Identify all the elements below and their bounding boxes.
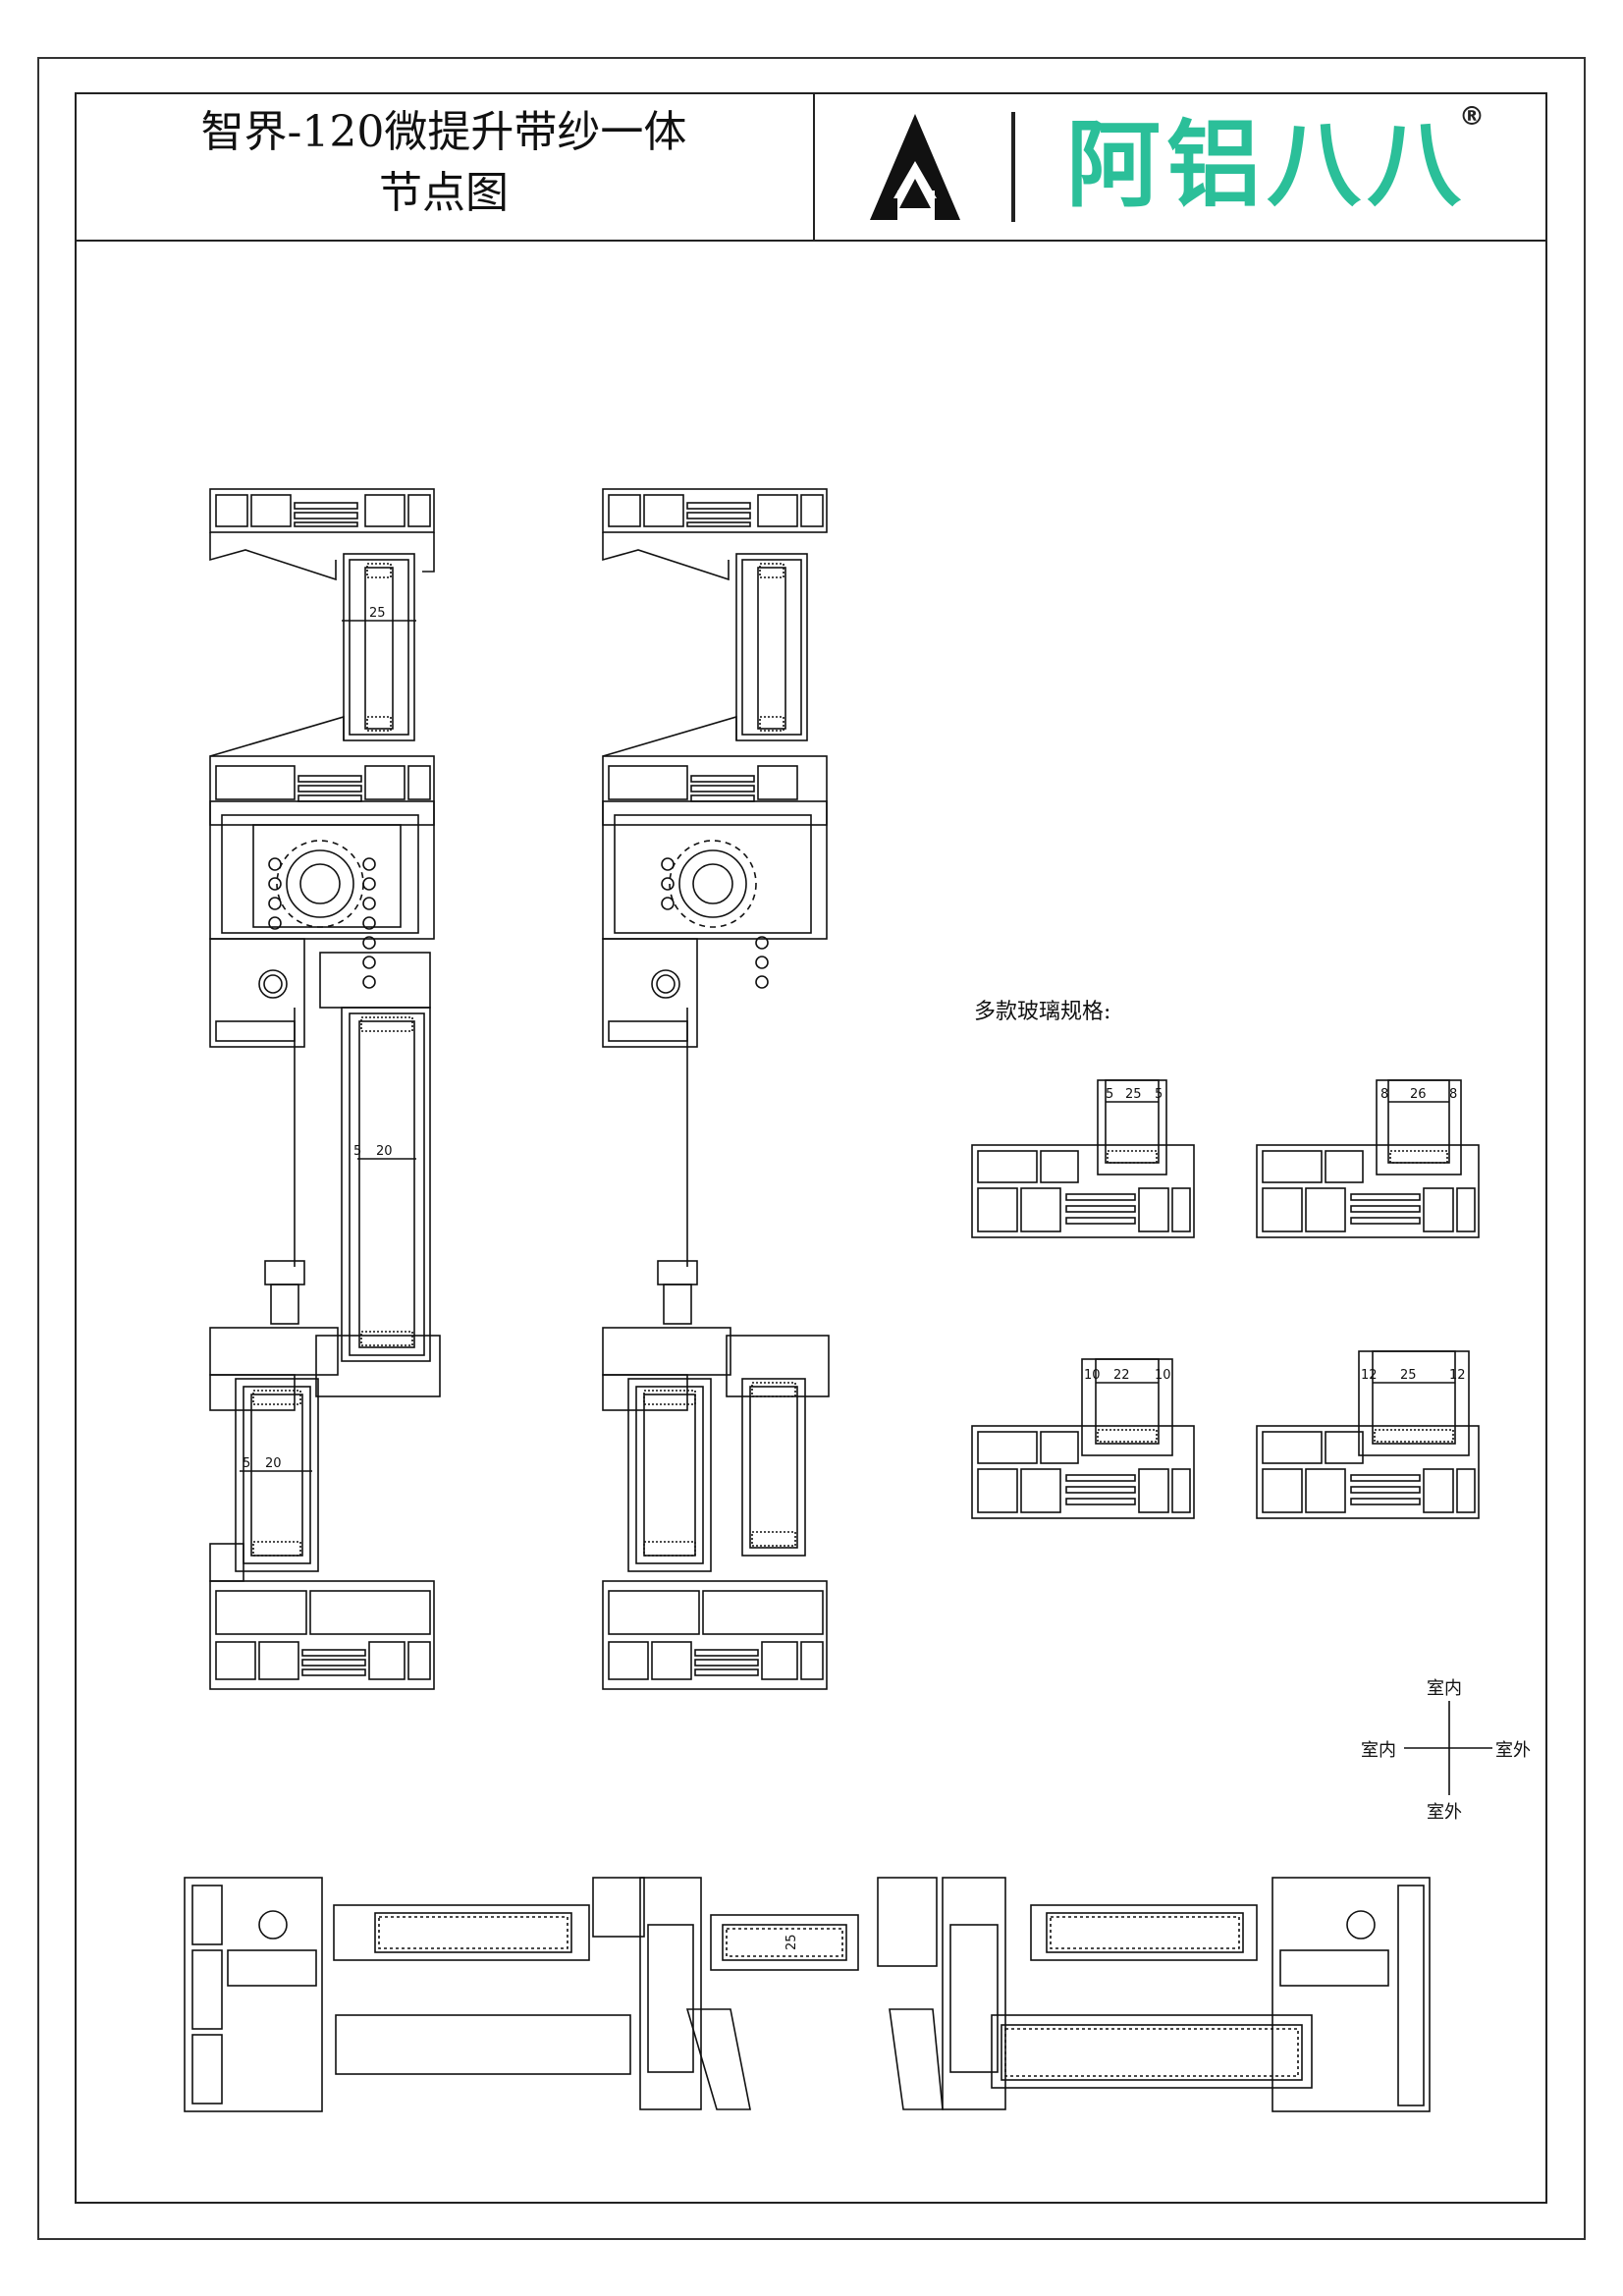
dim-v1-left: 5	[1106, 1087, 1113, 1102]
title-block	[75, 92, 1547, 242]
orient-right-label: 室外	[1495, 1740, 1531, 1761]
glass-variant-4	[1256, 1350, 1480, 1519]
glass-variant-1	[971, 1079, 1195, 1238]
dim-v3-gap: 22	[1113, 1368, 1130, 1383]
dim-horizontal-mid: 25	[784, 1934, 799, 1950]
dim-v1-right: 5	[1155, 1087, 1163, 1102]
dim-v1-gap: 25	[1125, 1087, 1142, 1102]
dim-v4-gap: 25	[1400, 1368, 1417, 1383]
orient-left-label: 室内	[1361, 1740, 1396, 1761]
brand-logo: 阿铝八八 ®	[815, 92, 1547, 242]
glass-spec-heading: 多款玻璃规格:	[974, 1000, 1111, 1024]
dim-lower-sash-gap: 20	[265, 1456, 282, 1471]
horizontal-section	[184, 1877, 1431, 2112]
dim-upper-sash-gap: 20	[376, 1144, 393, 1159]
triangle-logo-icon	[870, 112, 1015, 222]
title-divider	[813, 92, 815, 242]
orient-top-label: 室内	[1427, 1678, 1462, 1699]
dim-v2-left: 8	[1380, 1087, 1388, 1102]
left-vertical-section	[209, 488, 441, 1690]
title-line-1: 智界-120微提升带纱一体	[200, 107, 687, 157]
dim-upper-sash-side: 5	[353, 1144, 361, 1159]
registered-mark: ®	[1459, 102, 1485, 132]
dim-v4-left: 12	[1361, 1368, 1378, 1383]
dim-v3-left: 10	[1084, 1368, 1101, 1383]
outer-border	[37, 57, 1586, 2240]
orient-bottom-label: 室外	[1427, 1802, 1462, 1823]
dim-v4-right: 12	[1449, 1368, 1466, 1383]
glass-variant-3	[971, 1358, 1195, 1519]
title-line-2: 节点图	[379, 168, 509, 218]
right-vertical-section	[602, 488, 830, 1690]
dim-v2-gap: 26	[1410, 1087, 1427, 1102]
brand-name: 阿铝八八	[1066, 110, 1467, 220]
dim-lower-sash-side: 5	[243, 1456, 250, 1471]
dim-v3-right: 10	[1155, 1368, 1171, 1383]
drawing-title: 智界-120微提升带纱一体 节点图	[75, 102, 813, 224]
drawing-border	[75, 92, 1547, 2204]
dim-v2-right: 8	[1449, 1087, 1457, 1102]
glass-variant-2	[1256, 1079, 1480, 1238]
dim-top-glass: 25	[369, 606, 386, 621]
chain-links	[268, 857, 376, 989]
